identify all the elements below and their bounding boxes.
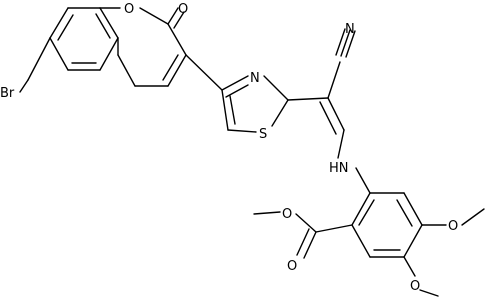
bond — [345, 30, 356, 58]
bond — [167, 54, 187, 87]
atom-label-br: Br — [0, 86, 15, 101]
bond — [355, 167, 371, 194]
bond — [162, 54, 179, 81]
atom-label-o-methoxy-2: O — [410, 279, 420, 294]
bond — [95, 13, 111, 39]
bond — [167, 23, 187, 56]
atom-label-o-ring: O — [124, 2, 134, 17]
bond — [327, 97, 345, 131]
bond — [221, 89, 229, 131]
bond — [419, 289, 439, 297]
bond — [351, 224, 371, 258]
bond — [396, 199, 413, 227]
bond — [99, 37, 119, 71]
atom-label-o-ester-single: O — [282, 207, 292, 222]
bond — [49, 37, 69, 71]
bond — [57, 14, 74, 41]
atom-label-n-thiazole: N — [250, 71, 260, 86]
bond — [167, 7, 179, 25]
atom-label-o-ester-carbonyl: O — [287, 259, 297, 274]
bond — [227, 129, 257, 133]
bond — [403, 256, 416, 277]
bond — [327, 61, 341, 99]
bond — [49, 7, 69, 39]
bond — [340, 29, 351, 57]
bond — [253, 211, 281, 215]
bond — [221, 75, 249, 91]
bond — [303, 231, 317, 259]
atom-labels: Br O O N S N HN O O O O — [0, 2, 458, 294]
bond — [173, 11, 185, 29]
atom-label-s-thiazole: S — [259, 127, 267, 142]
bonds — [19, 7, 485, 297]
atom-label-nh: HN — [329, 161, 349, 176]
bond — [351, 192, 371, 226]
atom-label-n-nitrile: N — [345, 22, 355, 37]
bond — [27, 37, 51, 81]
bond — [358, 199, 375, 226]
bond — [296, 228, 310, 256]
atom-label-o-methoxy-1: O — [448, 219, 458, 234]
bond — [337, 129, 345, 159]
bond — [185, 54, 223, 91]
bond — [139, 7, 169, 25]
bond — [315, 224, 353, 233]
atom-label-o-lactone-carbonyl: O — [178, 2, 188, 17]
bond — [319, 101, 337, 135]
bond — [403, 192, 423, 226]
bond — [19, 79, 29, 93]
bond — [263, 75, 289, 101]
bond — [271, 99, 289, 127]
bond — [287, 97, 329, 101]
bond — [461, 208, 485, 226]
bond — [335, 28, 346, 56]
bond — [403, 224, 423, 258]
bond — [99, 7, 119, 39]
bond — [117, 54, 136, 87]
bond — [295, 213, 317, 233]
bond — [229, 95, 236, 125]
bond — [225, 84, 249, 98]
